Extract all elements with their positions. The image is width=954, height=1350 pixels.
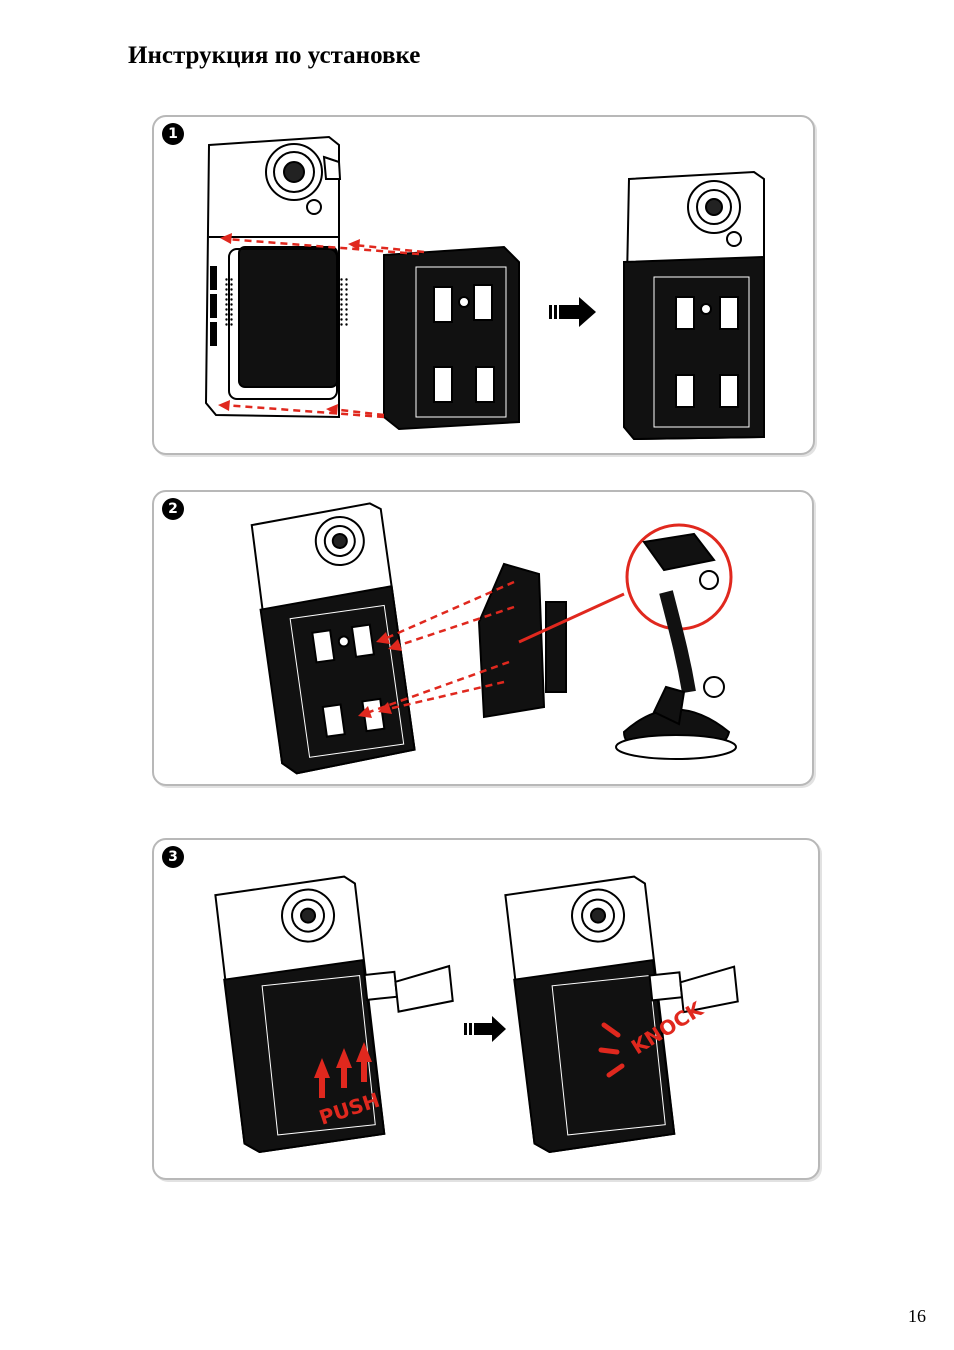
step-2-illustration <box>154 492 812 784</box>
mount-bracket <box>384 247 519 429</box>
camera-assembled <box>624 172 764 439</box>
camera-front <box>206 137 348 417</box>
step-3-illustration: PUSH KNOCK <box>154 840 818 1178</box>
page-title: Инструкция по установке <box>128 42 420 70</box>
step-1-illustration <box>154 117 813 453</box>
camera-knock <box>505 867 751 1154</box>
step-2-panel: 2 <box>152 490 814 786</box>
next-arrow-icon-3 <box>464 1016 506 1042</box>
camera-with-bracket <box>248 502 415 775</box>
step-1-panel: 1 <box>152 115 815 455</box>
next-arrow-icon <box>549 297 596 327</box>
step-3-panel: 3 PUSH <box>152 838 820 1180</box>
page-number: 16 <box>908 1306 926 1327</box>
